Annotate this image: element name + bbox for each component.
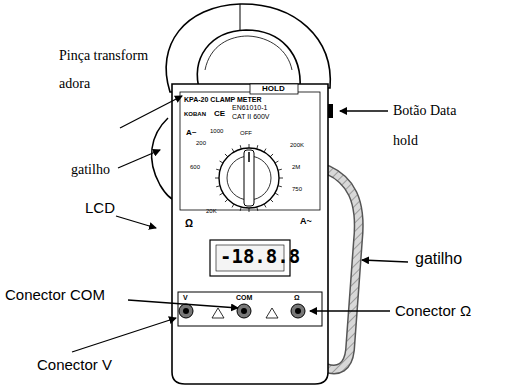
- range-label: OFF: [240, 130, 252, 137]
- callout-label: Botão Data hold: [392, 96, 478, 156]
- button-text: HOLD: [262, 84, 285, 94]
- callout-label: Conector V: [36, 356, 113, 373]
- callout-label: LCD: [84, 199, 116, 216]
- range-label: 20K: [206, 208, 217, 215]
- brand-name: KOBAN: [184, 111, 206, 118]
- range-label: A~: [300, 216, 312, 226]
- callout-label: Conector COM: [4, 286, 106, 303]
- jack-label: V: [183, 294, 188, 302]
- mark-text: CE: [214, 109, 225, 118]
- range-label: 750: [292, 186, 302, 193]
- callout-label: Conector Ω: [394, 302, 472, 319]
- category-text: CAT II 600V: [232, 113, 269, 121]
- lcd-reading: -18.8.8: [220, 246, 300, 268]
- range-label: 2M: [292, 164, 300, 171]
- range-label: Ω: [185, 218, 193, 230]
- standard-text: EN61010-1: [232, 104, 267, 112]
- jack-label: Ω: [294, 294, 300, 302]
- model-name: KPA-20 CLAMP METER: [184, 96, 262, 104]
- range-label: A~: [186, 128, 196, 137]
- callout-label: gatilho: [414, 250, 463, 268]
- range-label: 1000: [210, 128, 223, 135]
- callout-label: Pinça transform adora: [58, 42, 164, 98]
- callout-label: gatilho: [70, 162, 111, 178]
- range-label: 200: [196, 140, 206, 147]
- range-label: 200K: [290, 142, 304, 149]
- jack-label: COM: [236, 294, 252, 302]
- range-label: 600: [190, 164, 200, 171]
